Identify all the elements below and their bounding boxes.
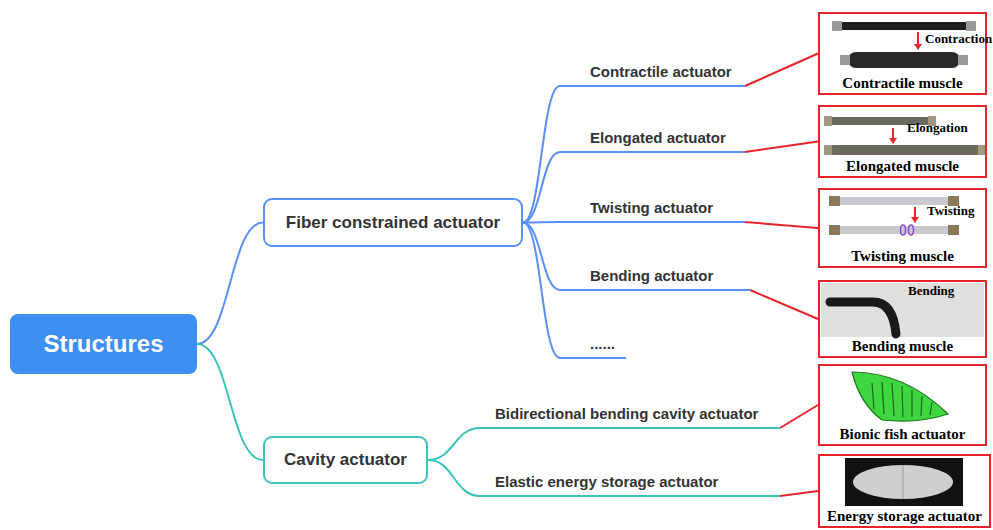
branch-text: Contractile actuator xyxy=(590,63,732,80)
image-box: ElongationElongated muscle xyxy=(818,105,987,178)
image-box: TwistingTwisting muscle xyxy=(818,188,987,268)
box-text: Fiber constrained actuator xyxy=(286,213,500,233)
motion-label: Elongation xyxy=(907,120,968,136)
image-box: ContractionContractile muscle xyxy=(818,12,987,95)
branch-curve xyxy=(523,152,560,223)
branch-text: Twisting actuator xyxy=(590,199,713,216)
box-text: Cavity actuator xyxy=(284,450,407,470)
category-box: Cavity actuator xyxy=(263,436,428,484)
image-caption: Energy storage actuator xyxy=(827,508,982,525)
branch-curve xyxy=(428,428,480,460)
branch-text: Bidirectional bending cavity actuator xyxy=(495,405,758,422)
motion-label: Bending xyxy=(908,283,954,299)
image-box: Energy storage actuator xyxy=(818,454,991,528)
branch-curve xyxy=(523,223,560,359)
branch-text: Elongated actuator xyxy=(590,129,726,146)
branch-label: Bending actuator xyxy=(560,264,750,291)
leader-line xyxy=(780,405,818,428)
leader-line xyxy=(745,222,818,228)
image-caption: Bending muscle xyxy=(852,338,953,355)
branch-label: Twisting actuator xyxy=(560,196,745,223)
leader-line xyxy=(745,142,818,153)
branch-label: Contractile actuator xyxy=(560,60,745,87)
elongated-muscle-picture xyxy=(824,116,985,155)
bionic-fish-picture xyxy=(852,372,948,421)
image-caption: Elongated muscle xyxy=(846,158,959,175)
branch-text: Bending actuator xyxy=(590,267,713,284)
bending-muscle-picture xyxy=(821,283,984,337)
branch-curve xyxy=(428,460,480,496)
branch-label: ...... xyxy=(560,334,626,359)
branch-curve xyxy=(523,223,560,291)
image-caption: Bionic fish actuator xyxy=(840,426,966,443)
energy-storage-picture xyxy=(845,458,963,506)
leader-line xyxy=(750,290,818,319)
branch-curve xyxy=(197,223,263,345)
branch-label: Elastic energy storage actuator xyxy=(480,470,780,497)
branch-curve xyxy=(523,86,560,223)
image-box: BendingBending muscle xyxy=(818,280,987,358)
root-box: Structures xyxy=(10,314,197,374)
category-box: Fiber constrained actuator xyxy=(263,198,523,247)
image-caption: Contractile muscle xyxy=(842,75,962,92)
image-caption: Twisting muscle xyxy=(851,248,954,265)
leader-line xyxy=(745,54,818,87)
branch-curve xyxy=(197,344,263,460)
box-text: Structures xyxy=(43,330,163,358)
branch-label: Bidirectional bending cavity actuator xyxy=(480,402,780,429)
branch-label: Elongated actuator xyxy=(560,126,745,153)
motion-label: Contraction xyxy=(925,31,992,47)
leader-line xyxy=(780,491,818,496)
branch-curve xyxy=(523,221,560,224)
branch-text: Elastic energy storage actuator xyxy=(495,473,718,490)
motion-label: Twisting xyxy=(927,203,974,219)
branch-text: ...... xyxy=(590,335,615,352)
image-box: Bionic fish actuator xyxy=(818,364,987,446)
